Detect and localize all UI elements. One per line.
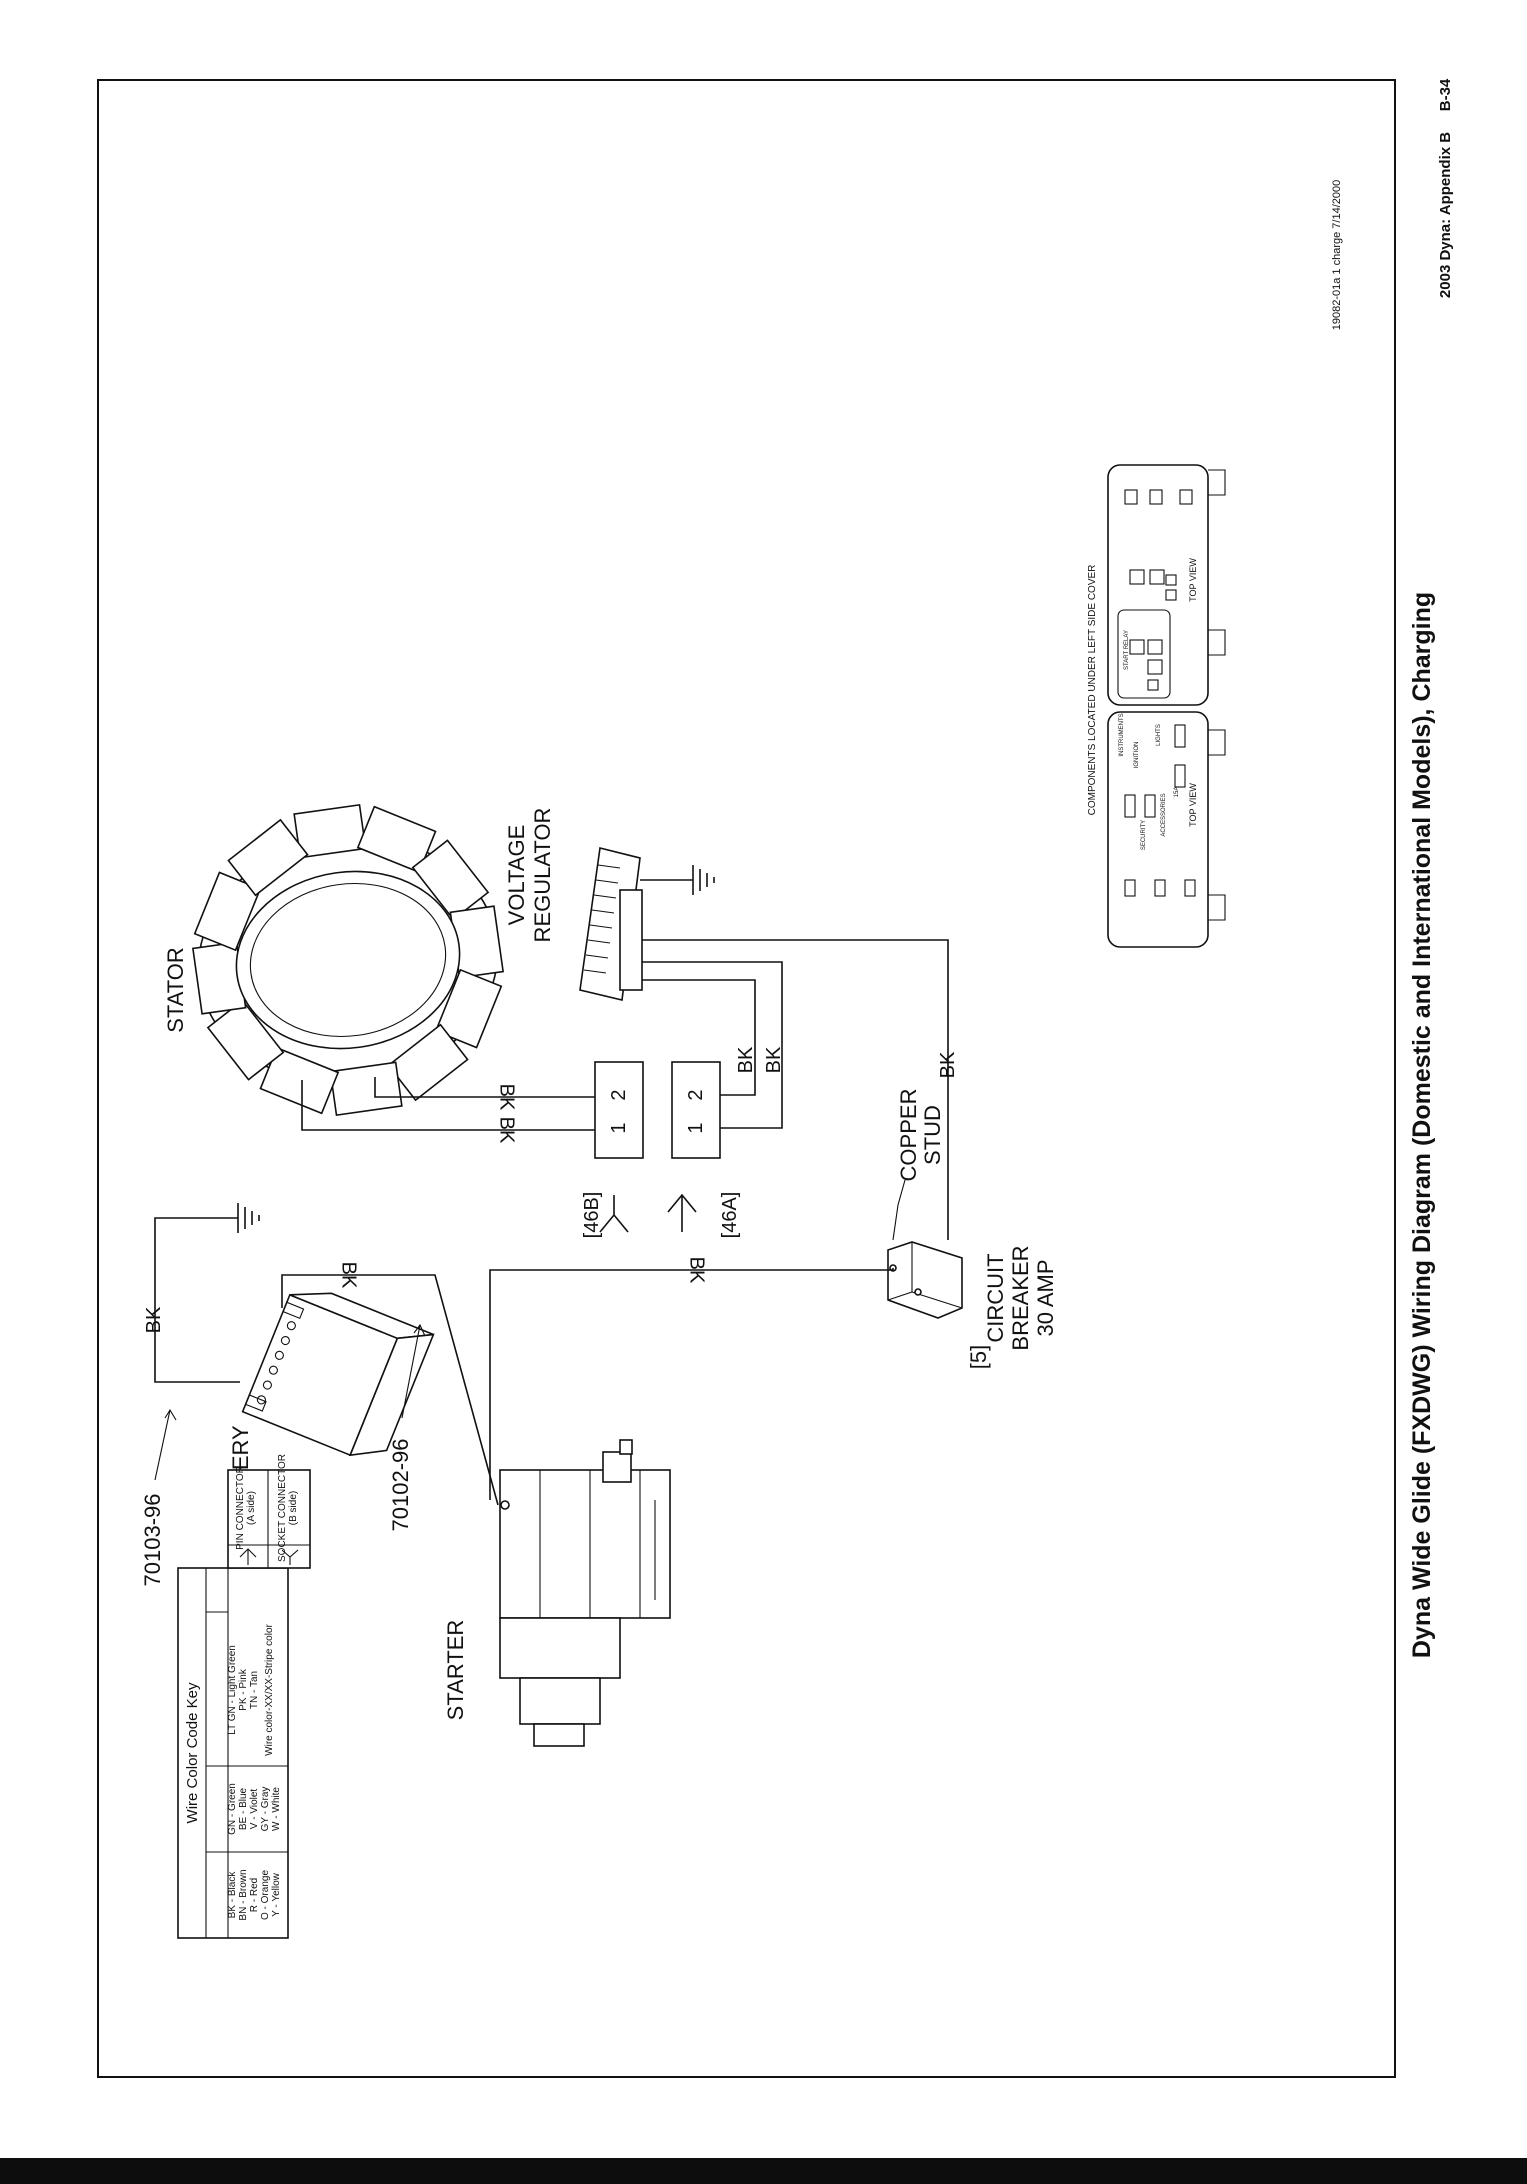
- voltage-regulator-label-1: VOLTAGE: [504, 825, 529, 926]
- voltage-regulator-label-2: REGULATOR: [530, 808, 555, 943]
- circuit-breaker-label-2: BREAKER: [1008, 1245, 1033, 1350]
- socket-symbol-key: [281, 1549, 299, 1565]
- color-key-col3-row1: LT GN - Light Green: [227, 1645, 238, 1735]
- circuit-breaker: [887, 1241, 963, 1319]
- connector-46a: 1 2: [671, 1061, 721, 1159]
- connector-46b-pin-1: 1: [608, 1122, 630, 1133]
- color-key-col3-row4: Wire color-XX/XX-Stripe color: [264, 1623, 275, 1755]
- circuit-breaker-ref: [5]: [966, 1345, 991, 1369]
- socket-connector-label: SOCKET CONNECTOR: [277, 1454, 288, 1562]
- color-key-col1-row5: Y - Yellow: [271, 1872, 282, 1917]
- connector-46b: 1 2: [594, 1061, 644, 1159]
- page-title: Dyna Wide Glide (FXDWG) Wiring Diagram (…: [1408, 592, 1436, 1658]
- color-key-col1-row2: BN - Brown: [238, 1869, 249, 1920]
- color-key-col2-row5: W - White: [271, 1787, 282, 1831]
- scan-bottom-edge: [0, 2158, 1527, 2184]
- fuse-label-security: SECURITY: [1141, 820, 1147, 850]
- fuse-label-lights: LIGHTS: [1156, 724, 1162, 746]
- part-number-70102: 70102-96: [388, 1439, 413, 1532]
- wire-label-bk-battery: BK: [338, 1262, 360, 1289]
- connector-key: PIN CONNECTOR (A side) SOCKET CONNECTOR …: [227, 1454, 311, 1569]
- leader-70102: [401, 1324, 421, 1419]
- voltage-regulator: [579, 847, 643, 1001]
- wire-label-bk-breaker: BK: [937, 1051, 959, 1078]
- color-key-col1-row1: BK - Black: [227, 1871, 238, 1919]
- color-key-col2-row2: BE - Blue: [238, 1787, 249, 1830]
- wire-breaker-starter: [489, 1268, 894, 1500]
- copper-stud-label-2: STUD: [920, 1105, 945, 1165]
- wire-battery-starter: [281, 1274, 499, 1506]
- ground-symbol-regulator: [692, 865, 715, 895]
- pin-connector-label: PIN CONNECTOR: [235, 1466, 246, 1550]
- wire-label-bk-stator-2: BK: [496, 1084, 518, 1111]
- color-key-title: Wire Color Code Key: [184, 1682, 201, 1823]
- stator: [191, 803, 505, 1117]
- color-key-col1-row4: O - Orange: [260, 1870, 271, 1920]
- copper-stud-label-1: COPPER: [896, 1089, 921, 1182]
- wire-label-bk-regulator-1: BK: [735, 1046, 757, 1073]
- connector-46b-pin-2: 2: [608, 1089, 630, 1100]
- connector-46a-pin-1: 1: [685, 1122, 707, 1133]
- pin-symbol-46a: [667, 1193, 697, 1232]
- wire-label-bk-starter: BK: [686, 1257, 708, 1284]
- color-key-col3-row3: TN - Tan: [249, 1671, 260, 1709]
- starter: [499, 1439, 671, 1747]
- connector-46a-label: [46A]: [719, 1192, 741, 1239]
- wire-label-bk-ground: BK: [143, 1306, 165, 1333]
- connector-46a-pin-2: 2: [685, 1089, 707, 1100]
- color-key-col3-row2: PK - Pink: [238, 1668, 249, 1711]
- wire-color-code-key: Wire Color Code Key BK - Black BN - Brow…: [177, 1567, 289, 1939]
- wire-battery-ground: [154, 1217, 240, 1383]
- ground-symbol-battery: [237, 1203, 260, 1233]
- starter-label: STARTER: [443, 1620, 468, 1721]
- circuit-breaker-label-3: 30 AMP: [1033, 1259, 1058, 1336]
- fuse-label-15a: 15A: [1174, 787, 1180, 798]
- socket-connector-side: (B side): [288, 1491, 299, 1525]
- footer-page-number: B-34: [1437, 78, 1454, 111]
- circuit-breaker-label-1: CIRCUIT: [983, 1253, 1008, 1342]
- color-key-col1-row3: R - Red: [249, 1878, 260, 1912]
- fuse-panel-title: COMPONENTS LOCATED UNDER LEFT SIDE COVER: [1087, 565, 1098, 816]
- color-key-col2-row3: V - Violet: [249, 1789, 260, 1830]
- fuse-label-instruments: INSTRUMENTS: [1119, 713, 1125, 756]
- copper-stud-leader: [892, 1179, 906, 1241]
- connector-46b-label: [46B]: [581, 1192, 603, 1239]
- stator-label: STATOR: [163, 947, 188, 1033]
- socket-symbol-46b: [599, 1195, 629, 1233]
- leader-70103: [154, 1409, 171, 1481]
- pin-connector-side: (A side): [246, 1491, 257, 1525]
- start-relay-label: START RELAY: [1124, 630, 1130, 670]
- wire-label-bk-regulator-2: BK: [763, 1046, 785, 1073]
- color-key-col2-row1: GN - Green: [227, 1783, 238, 1835]
- fuse-label-ignition: IGNITION: [1134, 742, 1140, 769]
- part-number-70103: 70103-96: [140, 1494, 165, 1587]
- color-key-col2-row4: GY - Gray: [260, 1787, 271, 1832]
- wire-label-bk-stator-1: BK: [496, 1117, 518, 1144]
- fuse-panel-right-housing: START RELAY TOP VIEW: [1107, 464, 1226, 706]
- pin-symbol-key: [239, 1548, 257, 1565]
- fuse-label-accessories: ACCESSORIES: [1161, 793, 1167, 836]
- fuse-panel-top-view-2: TOP VIEW: [1188, 558, 1198, 602]
- fuse-panel-top-view-1: TOP VIEW: [1188, 783, 1198, 827]
- fuse-panel-left-housing: TOP VIEW INSTRUMENTS IGNITION LIGHTS SEC…: [1107, 711, 1226, 948]
- diagram-frame: [97, 79, 1396, 2078]
- drawing-id: 19082-01a 1 charge 7/14/2000: [1331, 180, 1343, 330]
- footer-book-label: 2003 Dyna: Appendix B: [1437, 132, 1454, 298]
